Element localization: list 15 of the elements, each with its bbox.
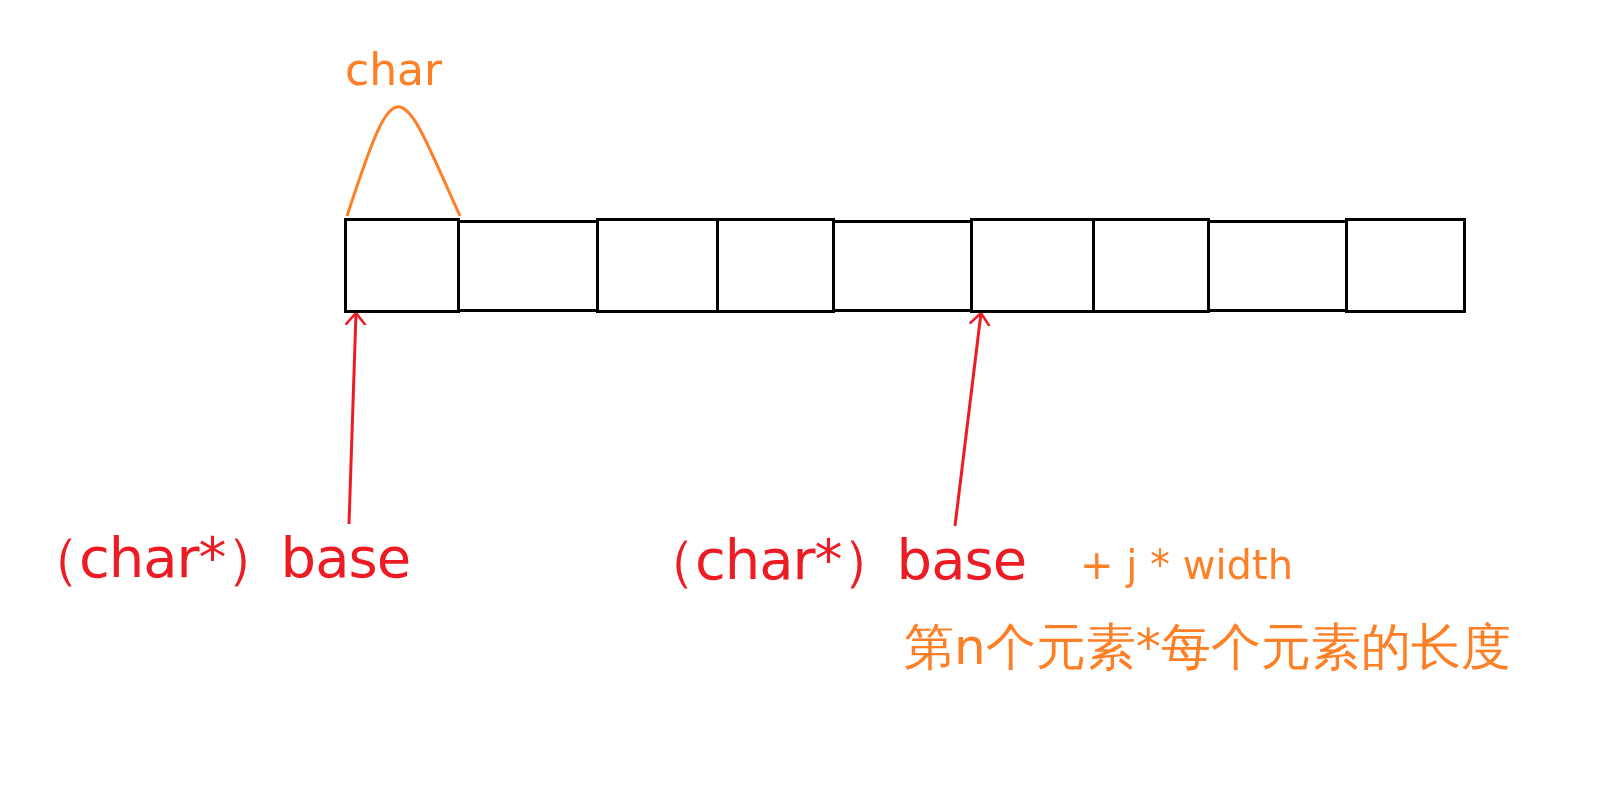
array-cell [1207, 220, 1348, 312]
pointer-expression: （char*）base [24, 530, 411, 586]
type-label: char [345, 48, 443, 92]
array-cell [832, 220, 973, 312]
pointer-expression: （char*）base [640, 532, 1027, 588]
arrow [344, 311, 367, 525]
array-cell [1092, 218, 1210, 313]
array-cell [716, 218, 835, 313]
array-cell [457, 220, 599, 312]
array-cell [344, 218, 460, 313]
array-cell [1345, 218, 1466, 313]
annotation-text: 第n个元素*每个元素的长度 [904, 622, 1511, 672]
array-cell [970, 218, 1095, 313]
array-cell [596, 218, 719, 313]
arrow [953, 311, 991, 527]
